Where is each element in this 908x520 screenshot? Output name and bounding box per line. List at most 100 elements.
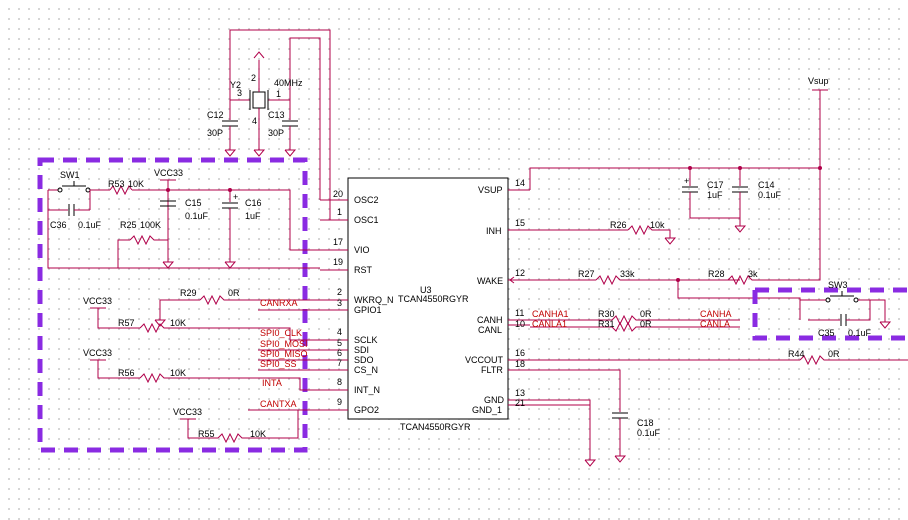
ic-designator: U3 [420, 285, 432, 295]
c35-ref: C35 [818, 328, 835, 338]
ic-body [347, 177, 509, 420]
c36-ref: C36 [50, 220, 67, 230]
pin-num: 18 [515, 359, 525, 369]
r57-ref: R57 [118, 318, 135, 328]
pin-name: SDO [354, 355, 374, 365]
pin-num: 9 [337, 397, 342, 407]
pin-num: 19 [333, 257, 343, 267]
c13-value: 30P [268, 128, 284, 138]
pin-name: GPIO1 [354, 305, 382, 315]
pin-num: 12 [515, 268, 525, 278]
pin-num: 5 [337, 338, 342, 348]
r31-ref: R31 [598, 319, 615, 329]
r55-ref: R55 [198, 429, 215, 439]
wake-section: R27 33k R28 3k [508, 168, 821, 320]
pin-name: GPO2 [354, 405, 379, 415]
c12-ref: C12 [207, 110, 224, 120]
pin-num: 4 [337, 327, 342, 337]
r56-value: 10K [170, 368, 186, 378]
r28-ref: R28 [708, 269, 725, 279]
vcc33-label: VCC33 [83, 296, 112, 306]
crystal-value: 40MHz [274, 78, 303, 88]
crystal-pin1: 1 [276, 89, 281, 99]
can-section: CANHA1 R30 0R CANHA CANLA1 R31 0R CANLA [530, 309, 740, 333]
r27-ref: R27 [578, 269, 595, 279]
c17-plus: + [684, 176, 689, 186]
r44-value: 0R [828, 349, 840, 359]
net-inta: INTA [262, 378, 282, 388]
sw1-ref: SW1 [60, 170, 80, 180]
pin-name: CS_N [354, 365, 378, 375]
vccout-section: R44 0R C18 0.1uF [530, 349, 908, 463]
sw3-ref: SW3 [828, 280, 848, 290]
r53-ref: R53 [108, 179, 125, 189]
c18-ref: C18 [637, 418, 654, 428]
sw3-section: SW3 C35 0.1uF [800, 280, 892, 338]
pin-name: WKRQ_N [354, 295, 394, 305]
pin-name: GND_1 [472, 405, 502, 415]
r27-value: 33k [620, 269, 635, 279]
spi-section: R29 0R CANRXA VCC33 R57 10K SPI0_CLK SPI… [83, 288, 320, 444]
highlight-group-right [752, 287, 908, 341]
c13-ref: C13 [268, 110, 285, 120]
pin-name: VCCOUT [465, 355, 504, 365]
pin-name: GND [484, 395, 505, 405]
net-spi-miso: SPI0_MISO [260, 349, 308, 359]
c12-value: 30P [207, 128, 223, 138]
net-cantxa: CANTXA [260, 399, 297, 409]
c16-value: 1uF [245, 211, 261, 221]
net-canha: CANHA [700, 309, 732, 319]
net-canrxa: CANRXA [260, 298, 298, 308]
pin-num: 15 [515, 218, 525, 228]
pin-num: 7 [337, 358, 342, 368]
highlight-group-left [37, 157, 308, 453]
pin-name: SCLK [354, 335, 378, 345]
pin-num: 13 [515, 388, 525, 398]
r57-value: 10K [170, 318, 186, 328]
vcc33-label: VCC33 [173, 407, 202, 417]
r28-value: 3k [748, 269, 758, 279]
ground-section [530, 399, 597, 467]
crystal-pin3: 3 [237, 88, 242, 98]
pin-num: 6 [337, 348, 342, 358]
reset-section: SW1 R53 10K C36 0.1uF R25 100K VCC33 C15… [47, 168, 320, 269]
pin-name: INT_N [354, 385, 380, 395]
pin-name: OSC2 [354, 195, 379, 205]
r31-value: 0R [640, 319, 652, 329]
r29-value: 0R [228, 288, 240, 298]
r53-value: 10K [128, 179, 144, 189]
pin-name: INH [486, 226, 502, 236]
r25-ref: R25 [120, 220, 137, 230]
pin-name: SDI [354, 345, 369, 355]
supply-section: Vsup + C17 1uF C14 0.1uF R26 10k [529, 76, 829, 245]
pin-num: 16 [515, 348, 525, 358]
c14-value: 0.1uF [758, 190, 782, 200]
pin-name: CANL [478, 325, 502, 335]
pin-num: 10 [515, 319, 525, 329]
c14-ref: C14 [758, 180, 775, 190]
pin-num: 17 [333, 237, 343, 247]
ic-footer: TCAN4550RGYR [400, 422, 471, 432]
net-canha1: CANHA1 [532, 309, 569, 319]
pin-name: RST [354, 265, 373, 275]
pin-num: 11 [515, 308, 524, 318]
crystal-section: Y2 40MHz 1 2 3 4 C12 30P C13 30P [207, 29, 331, 221]
ic-left-pins: 20 OSC2 1 OSC1 17 VIO 19 RST 2 WKRQ_N 3 … [320, 189, 394, 415]
pin-name: OSC1 [354, 215, 379, 225]
r26-ref: R26 [610, 220, 627, 230]
pin-num: 14 [515, 178, 525, 188]
net-spi-ss: SPI0_SS [260, 359, 297, 369]
r55-value: 10K [250, 429, 266, 439]
pin-name: FLTR [481, 365, 503, 375]
r25-value: 100K [140, 220, 161, 230]
r30-value: 0R [640, 309, 652, 319]
pin-num: 3 [337, 298, 342, 308]
c15-ref: C15 [185, 198, 202, 208]
net-spi-mosi: SPI0_MOSI [260, 339, 308, 349]
pin-name: CANH [477, 315, 503, 325]
pin-num: 8 [337, 377, 342, 387]
ic-right-pins: 14 VSUP 15 INH 12 WAKE 11 CANH 10 CANL 1… [465, 178, 530, 415]
crystal-ref: Y2 [230, 80, 241, 90]
c17-value: 1uF [707, 190, 723, 200]
